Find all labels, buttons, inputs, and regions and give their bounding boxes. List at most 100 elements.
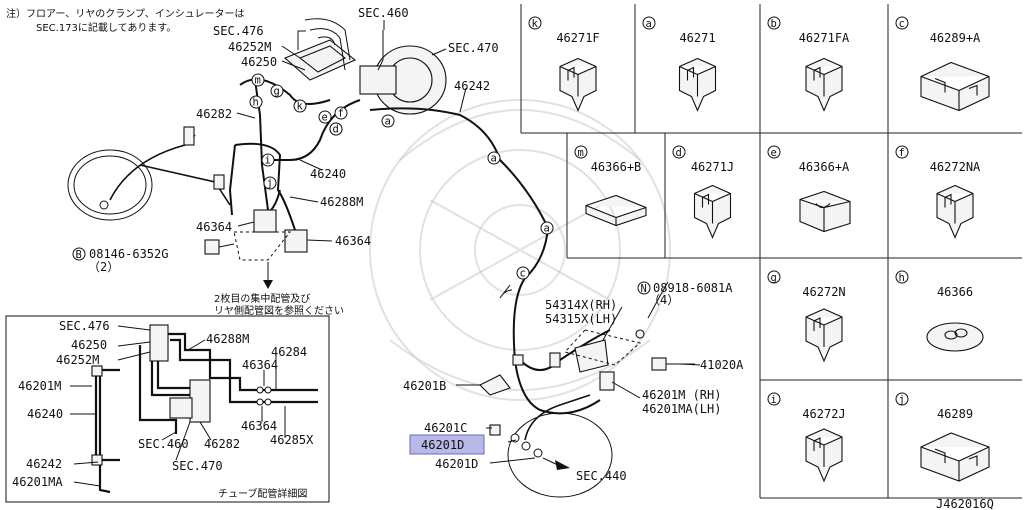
- callout-B: B: [76, 249, 82, 261]
- detail-label-sec460: SEC.460: [138, 437, 189, 451]
- cell-part-number: 46366: [937, 285, 973, 299]
- label-41020a: 41020A: [700, 358, 744, 372]
- detail-label-46201ma: 46201MA: [12, 475, 63, 489]
- cell-letter-circle: [574, 145, 588, 159]
- cell-letter-circle: [672, 145, 686, 159]
- clip-illustration: [926, 322, 984, 352]
- detail-caption: チューブ配管詳細図: [218, 487, 307, 500]
- label-46364-b: 46364: [335, 234, 371, 248]
- diagram-id: J462016Q: [936, 497, 994, 510]
- ref-note-line-2: リヤ側配管図を参照ください: [214, 304, 344, 317]
- clip-illustration: [920, 61, 990, 112]
- front-left-disc: [67, 126, 231, 221]
- cell-letter: a: [646, 18, 652, 30]
- callout-letter-d: d: [333, 124, 339, 136]
- parts-grid: [520, 4, 1022, 499]
- cell-part-number: 46272NA: [930, 160, 981, 174]
- cell-letter: j: [899, 394, 905, 406]
- junction-block: [283, 18, 357, 81]
- arrow-icon: [555, 460, 570, 470]
- cell-letter-circle: [895, 270, 909, 284]
- cell-part-number: 46272N: [802, 285, 845, 299]
- clip-illustration: [936, 184, 974, 239]
- banjo-bolt: [489, 424, 501, 436]
- label-46282: 46282: [196, 107, 232, 121]
- brake-caliper-assembly: [499, 284, 695, 391]
- cell-letter-circle: [895, 145, 909, 159]
- label-46201c: 46201C: [424, 421, 467, 435]
- watermark-emblem: [369, 99, 671, 401]
- callout-circle-g: [270, 84, 284, 98]
- callout-circle-a: [540, 221, 554, 235]
- callout-letter-a: a: [544, 223, 550, 235]
- callout-circle-d: [329, 122, 343, 136]
- label-46250: 46250: [241, 55, 277, 69]
- callout-letter-f: f: [338, 108, 344, 120]
- note-line-2: SEC.173に記載してあります。: [36, 21, 176, 34]
- callout-circle-h: [249, 95, 263, 109]
- label-46201b: 46201B: [403, 379, 446, 393]
- detail-label-46285x: 46285X: [270, 433, 314, 447]
- ref-note-line-1: 2枚目の集中配管及び: [214, 292, 310, 305]
- callout-circle-f: [334, 106, 348, 120]
- callout-circle-c: [516, 266, 530, 280]
- highlight-box: [409, 434, 485, 455]
- callouts: kabcdefghijmaa: [249, 73, 554, 280]
- label-bolt: 08146-6352G: [89, 247, 168, 261]
- detail-label-46284: 46284: [271, 345, 307, 359]
- clip-illustration: [559, 57, 597, 112]
- cell-letter: m: [578, 147, 584, 159]
- callout-circle-i: [261, 153, 275, 167]
- callout-letter-e: e: [322, 112, 328, 124]
- label-46201ma: 46201MA(LH): [642, 402, 721, 416]
- callout-circle-B: [72, 247, 86, 261]
- clip-illustration: [678, 57, 717, 112]
- cell-part-number: 46271FA: [799, 31, 850, 45]
- clip-illustration: [805, 428, 843, 483]
- note-line-1: 注）フロアー、リヤのクランプ、インシュレーターは: [6, 7, 245, 20]
- detail-label-46242: 46242: [26, 457, 62, 471]
- label-sec470: SEC.470: [448, 41, 499, 55]
- detail-label-46252m: 46252M: [56, 353, 99, 367]
- leader-lines: [236, 20, 701, 464]
- bracket-46364-b: [284, 229, 308, 253]
- callout-letter-a: a: [491, 153, 497, 165]
- callout-letter-j: j: [267, 178, 273, 190]
- callout-circle-j: [263, 176, 277, 190]
- cell-letter: c: [899, 18, 905, 30]
- detail-box: SEC.476 46250 46252M 46201M 46240 46288M…: [5, 315, 330, 503]
- clip-illustration: [920, 432, 990, 482]
- cell-letter-circle: [642, 16, 656, 30]
- cell-part-number: 46289: [937, 407, 973, 421]
- cell-letter: i: [771, 394, 777, 406]
- detail-label-46364-a: 46364: [242, 358, 278, 372]
- label-46201d: 46201D: [435, 457, 478, 471]
- bracket-46364-a: [253, 209, 277, 233]
- detail-label-46240: 46240: [27, 407, 63, 421]
- cell-letter-circle: [767, 270, 781, 284]
- label-54315x: 54315X(LH): [545, 312, 617, 326]
- label-bolt-qty: （2）: [88, 260, 119, 274]
- clip-illustration: [805, 57, 843, 112]
- label-sec460: SEC.460: [358, 6, 409, 20]
- label-46242: 46242: [454, 79, 490, 93]
- part-cell-46289: j 46289: [895, 392, 990, 482]
- callout-letter-k: k: [297, 101, 304, 113]
- label-46201m: 46201M (RH): [642, 388, 721, 402]
- callout-circle-N: [637, 281, 651, 295]
- main-labels: SEC.476 SEC.460 SEC.470 46252M 46250 462…: [72, 6, 994, 510]
- detail-label-46250: 46250: [71, 338, 107, 352]
- callout-letter-m: m: [255, 75, 261, 87]
- cell-letter-circle: [895, 16, 909, 30]
- callout-circle-a: [487, 151, 501, 165]
